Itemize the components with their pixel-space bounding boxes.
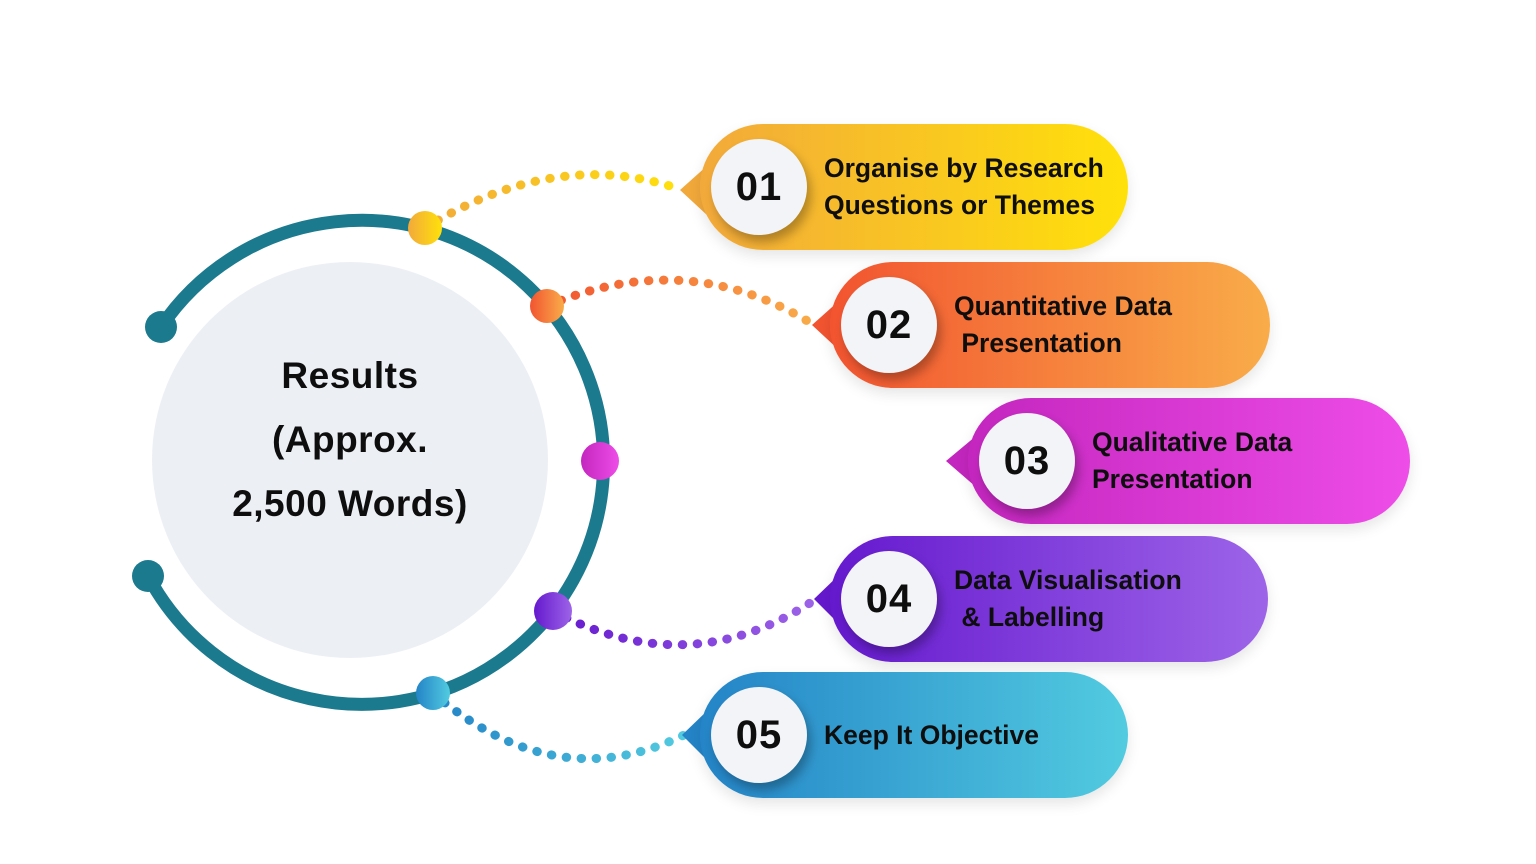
ring-node-dot-5 xyxy=(416,676,450,710)
connector-dotted-line-5 xyxy=(428,688,689,764)
ring-end-cap-bottom xyxy=(132,560,164,592)
ring-end-cap-top xyxy=(145,311,177,343)
step-label-3: Qualitative Data Presentation xyxy=(1092,424,1292,498)
step-label-line: Quantitative Data xyxy=(954,291,1172,321)
connector-dotted-line-1 xyxy=(420,170,687,233)
ring-node-dot-4 xyxy=(534,592,572,630)
step-number-badge-5: 05 xyxy=(711,687,807,783)
step-label-line: Keep It Objective xyxy=(824,719,1040,750)
step-number-badge-3: 03 xyxy=(979,413,1075,509)
step-label-line: Data Visualisation xyxy=(954,565,1182,595)
step-pill-3: 03 Qualitative Data Presentation xyxy=(968,398,1410,524)
step-label-line: & Labelling xyxy=(954,602,1105,632)
step-label-1: Organise by Research Questions or Themes xyxy=(824,150,1104,224)
step-number: 04 xyxy=(865,576,913,621)
step-pill-5: 05 Keep It Objective xyxy=(700,672,1128,798)
step-number-badge-2: 02 xyxy=(841,277,937,373)
step-label-line: Qualitative Data xyxy=(1092,427,1293,457)
step-pill-2: 02 Quantitative Data Presentation xyxy=(830,262,1270,388)
step-pill-1: 01 Organise by Research Questions or The… xyxy=(700,124,1128,250)
step-number-badge-1: 01 xyxy=(711,139,807,235)
step-label-2: Quantitative Data Presentation xyxy=(954,288,1172,362)
ring-node-dot-1 xyxy=(408,211,442,245)
step-number: 02 xyxy=(865,302,913,347)
step-label-line: Organise by Research xyxy=(824,153,1104,183)
step-number: 05 xyxy=(735,712,783,757)
center-title-line: (Approx. xyxy=(271,419,429,460)
step-label-line: Presentation xyxy=(1092,464,1253,494)
center-title-line: 2,500 Words) xyxy=(232,483,468,524)
ring-node-dot-2 xyxy=(530,289,564,323)
center-title-line: Results xyxy=(281,355,419,396)
step-number: 01 xyxy=(735,164,783,209)
connector-dotted-line-4 xyxy=(548,594,821,650)
step-label-line: Questions or Themes xyxy=(824,190,1095,220)
step-label-line: Presentation xyxy=(954,328,1122,358)
connector-dotted-line-2 xyxy=(542,275,819,330)
center-circle xyxy=(152,262,548,658)
step-number: 03 xyxy=(1003,438,1051,483)
step-number-badge-4: 04 xyxy=(841,551,937,647)
step-label-4: Data Visualisation & Labelling xyxy=(954,562,1182,636)
step-pill-4: 04 Data Visualisation & Labelling xyxy=(830,536,1268,662)
center-title: Results (Approx. 2,500 Words) xyxy=(150,344,550,536)
step-label-5: Keep It Objective xyxy=(824,717,1039,754)
ring-node-dot-3 xyxy=(581,442,619,480)
